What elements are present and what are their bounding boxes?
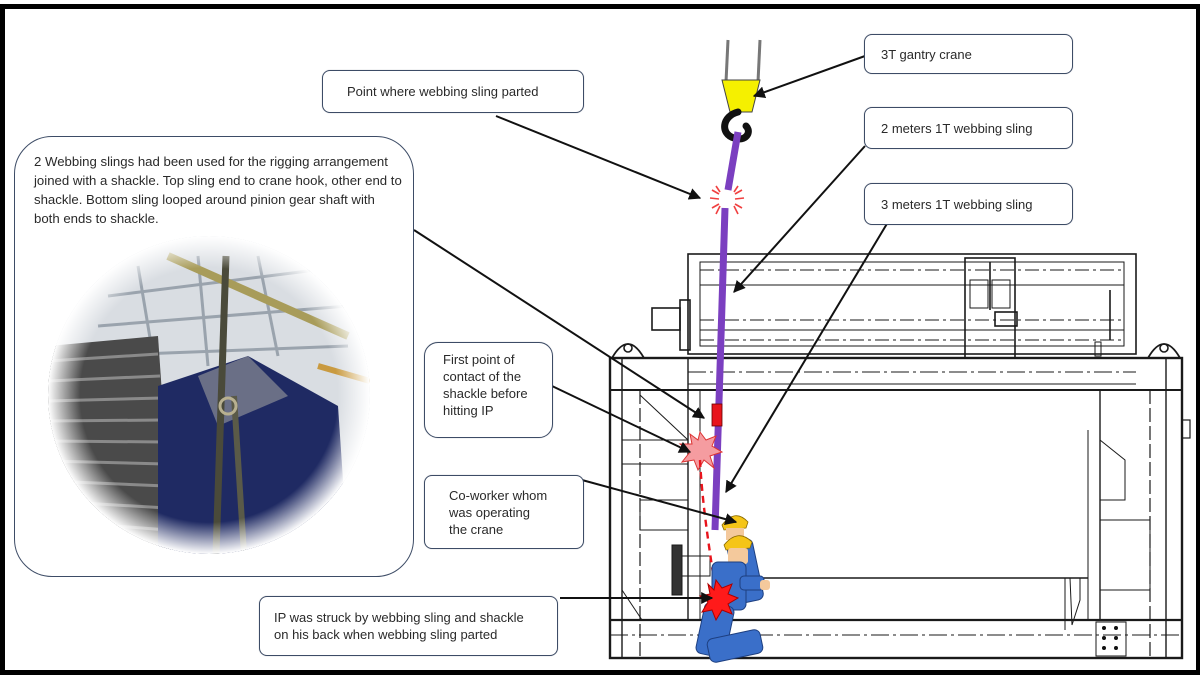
callout-sling-2m-text: 2 meters 1T webbing sling [881, 121, 1033, 136]
sling-break-burst-icon [709, 185, 745, 215]
impact-burst-icon [698, 578, 740, 622]
coworker-line: the crane [449, 522, 504, 537]
rigging-photo [48, 236, 370, 554]
first-contact-line: shackle before [443, 386, 528, 401]
callout-first-contact: First point of contact of the shackle be… [424, 342, 553, 438]
ip-struck-line: IP was struck by webbing sling and shack… [274, 610, 524, 625]
arrow-sling-3m [725, 221, 889, 494]
callout-gantry-crane-text: 3T gantry crane [881, 47, 972, 62]
callout-sling-parted-text: Point where webbing sling parted [347, 84, 539, 99]
worker-figure-icon [695, 515, 770, 663]
callout-coworker: Co-worker whom was operating the crane [424, 475, 584, 549]
crane-hook-icon [721, 39, 762, 143]
callout-ip-struck: IP was struck by webbing sling and shack… [259, 596, 558, 656]
arrow-coworker [581, 479, 738, 525]
coworker-line: was operating [449, 505, 530, 520]
arrow-first-contact [551, 385, 692, 453]
rigging-description-text: 2 Webbing slings had been used for the r… [34, 154, 402, 226]
shackle [711, 403, 723, 427]
arrow-gantry-crane [752, 55, 866, 98]
callout-gantry-crane: 3T gantry crane [864, 34, 1073, 74]
coworker-line: Co-worker whom [449, 488, 548, 503]
arrow-sling-parted [495, 115, 702, 200]
callout-sling-3m: 3 meters 1T webbing sling [864, 183, 1073, 225]
machine-structure [608, 253, 1191, 660]
callout-sling-parted: Point where webbing sling parted [322, 70, 584, 113]
webbing-sling [711, 131, 742, 531]
first-contact-line: hitting IP [443, 403, 494, 418]
ip-struck-line: on his back when webbing sling parted [274, 627, 498, 642]
impact-burst-icon [678, 430, 724, 472]
callout-arrows [413, 55, 889, 604]
arrow-sling-2m [733, 145, 866, 293]
first-contact-line: First point of [443, 352, 515, 367]
first-contact-line: contact of the [443, 369, 522, 384]
callout-sling-2m: 2 meters 1T webbing sling [864, 107, 1073, 149]
callout-sling-3m-text: 3 meters 1T webbing sling [881, 197, 1033, 212]
arrow-rigging [413, 229, 706, 419]
